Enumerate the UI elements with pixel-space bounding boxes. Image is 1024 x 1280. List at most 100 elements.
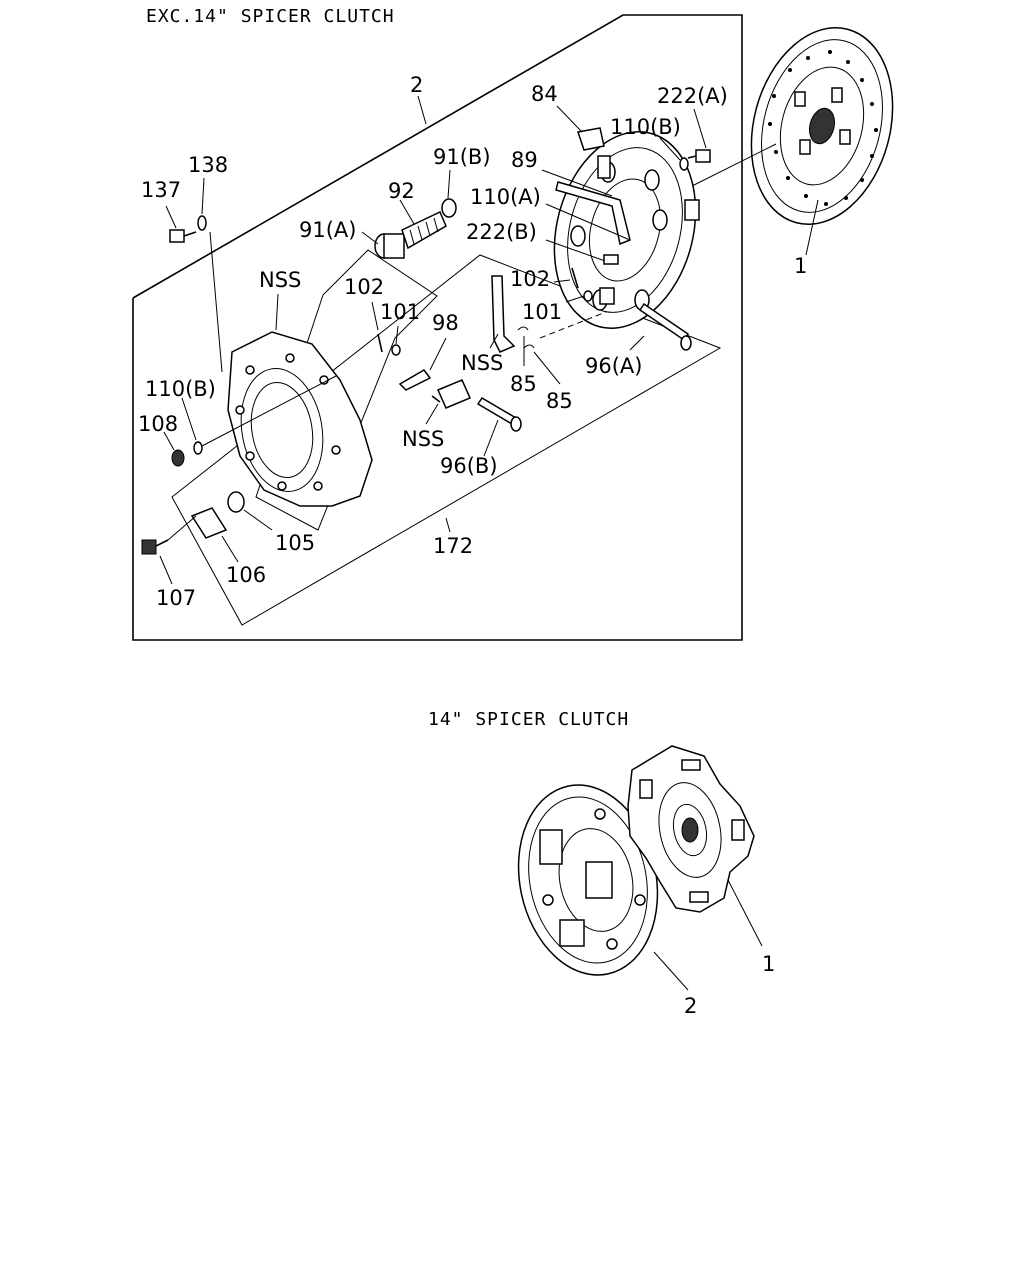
leader-nss-mid [489, 333, 499, 349]
leader-1-top [805, 199, 819, 256]
callout-85-a: 85 [510, 372, 537, 396]
callout-222b: 222(B) [466, 220, 537, 244]
callout-172: 172 [433, 534, 473, 558]
callout-96b: 96(B) [440, 454, 498, 478]
callout-85-b: 85 [546, 389, 573, 413]
callout-102-left: 102 [344, 275, 384, 299]
callout-96a: 96(A) [585, 354, 642, 378]
bolt-222a [687, 149, 711, 163]
pin-102-left [377, 333, 383, 353]
washer-101-left [391, 344, 401, 356]
callout-105: 105 [275, 531, 315, 555]
callout-84: 84 [531, 82, 558, 106]
leader-102-left [371, 301, 379, 331]
flywheel-housing-nss [227, 331, 373, 507]
leader-110b-left [181, 397, 197, 441]
disc-shaft-line [687, 143, 777, 189]
nut-108 [171, 449, 185, 467]
pin-96a-head [680, 335, 692, 351]
housing-axis [201, 375, 337, 447]
leader-172 [445, 517, 451, 533]
assembly-2-outline [132, 14, 743, 641]
callout-nss-mid: NSS [461, 351, 503, 375]
leader-2-bottom [653, 951, 689, 991]
subassembly-102-outline [255, 249, 438, 531]
callout-138: 138 [188, 153, 228, 177]
leader-92 [399, 199, 415, 225]
callout-2: 2 [410, 73, 423, 97]
lever-89 [555, 181, 631, 246]
leader-89 [541, 169, 613, 197]
callout-106: 106 [226, 563, 266, 587]
washer-101-right [583, 290, 593, 302]
bolt-222b [603, 254, 619, 265]
callout-91b: 91(B) [433, 145, 491, 169]
leader-91a [361, 231, 379, 245]
callout-2-bottom: 2 [684, 994, 697, 1018]
leader-1-bottom [727, 879, 763, 947]
callout-nss-top: NSS [259, 268, 301, 292]
leader-101-left [395, 325, 399, 345]
callout-1-top: 1 [794, 254, 807, 278]
bolt-137 [169, 229, 197, 243]
leader-110b-top [659, 137, 681, 161]
bolt-107-axis [167, 515, 197, 541]
plate-106 [190, 507, 228, 539]
callout-222a: 222(A) [657, 84, 728, 108]
callout-110a: 110(A) [470, 185, 541, 209]
leader-105 [243, 509, 273, 531]
leader-102-right [553, 279, 571, 283]
callout-108: 108 [138, 412, 178, 436]
callout-101-left: 101 [380, 300, 420, 324]
leader-137 [165, 205, 177, 229]
bolt-107 [141, 539, 169, 555]
callout-92: 92 [388, 179, 415, 203]
leader-85-b [533, 351, 561, 385]
pin-axis [539, 311, 607, 339]
clip-85-b [523, 344, 535, 349]
title-exc-spicer-clutch: EXC.14" SPICER CLUTCH [146, 6, 395, 27]
leader-2 [417, 95, 427, 125]
spicer-pressure-plate [517, 784, 659, 976]
pin-96b-head [510, 416, 522, 432]
pin-96b [476, 396, 518, 426]
eyebolt-thread [431, 395, 441, 403]
callout-98: 98 [432, 311, 459, 335]
callout-102-right: 102 [510, 267, 550, 291]
leader-84 [556, 105, 583, 133]
pin-96a [638, 302, 690, 342]
washer-110b-left [193, 441, 203, 455]
leader-107 [159, 555, 173, 585]
nut-105 [227, 491, 245, 513]
leader-222b [545, 239, 609, 263]
callout-110b-left: 110(B) [145, 377, 216, 401]
pin-102-right [571, 267, 579, 289]
leader-98 [429, 337, 447, 371]
washer-110b-top [679, 157, 689, 171]
leader-96b [483, 419, 499, 457]
leader-138 [201, 177, 205, 215]
spicer-clutch-disc [627, 745, 755, 913]
leader-108 [163, 431, 175, 451]
leader-nss-top [275, 293, 279, 331]
clutch-disc-top [750, 27, 894, 225]
callout-91a: 91(A) [299, 218, 356, 242]
clip-85-a [517, 326, 529, 331]
leader-91b [447, 169, 451, 199]
callout-137: 137 [141, 178, 181, 202]
callout-1-bottom: 1 [762, 952, 775, 976]
eyebolt-nss-low [437, 379, 471, 409]
leader-110a [545, 203, 631, 241]
leader-101-right [565, 295, 585, 303]
callout-101-right: 101 [522, 300, 562, 324]
callout-89: 89 [511, 148, 538, 172]
callout-107: 107 [156, 586, 196, 610]
title-spicer-clutch: 14" SPICER CLUTCH [428, 709, 629, 730]
subassembly-172-outline [171, 254, 722, 626]
spring-98 [398, 369, 432, 391]
leader-222a [693, 108, 707, 149]
callout-110b-top: 110(B) [610, 115, 681, 139]
leader-nss-low [425, 403, 439, 425]
leader-96a [629, 335, 645, 351]
